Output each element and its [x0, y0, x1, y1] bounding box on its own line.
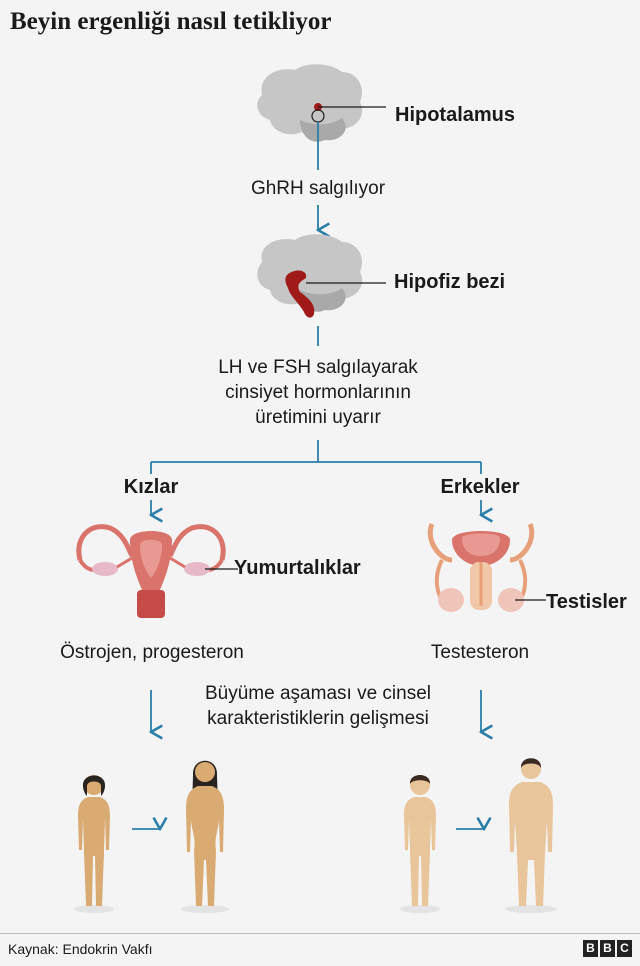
testes-label: Testisler: [546, 591, 627, 613]
development-text: Büyüme aşaması ve cinsel karakteristikle…: [168, 681, 468, 731]
development-line: karakteristiklerin gelişmesi: [207, 708, 429, 729]
young-girl-figure: [74, 775, 114, 913]
lh-fsh-text: LH ve FSH salgılayarak cinsiyet hormonla…: [168, 355, 468, 430]
adult-woman-figure: [181, 760, 229, 913]
girls-label: Kızlar: [123, 476, 179, 498]
ghrh-label: GhRH salgılıyor: [250, 178, 386, 199]
pituitary-gland: [285, 270, 315, 318]
ovaries-label: Yumurtalıklar: [234, 557, 361, 579]
adult-man-figure: [505, 758, 557, 913]
lh-fsh-line: cinsiyet hormonlarının: [225, 382, 411, 403]
brain-icon-pituitary: [257, 234, 363, 312]
young-boy-figure: [400, 775, 440, 913]
logo-letter: C: [617, 940, 632, 957]
male-hormones-label: Testesteron: [430, 642, 530, 663]
female-hormones-label: Östrojen, progesteron: [60, 642, 244, 663]
logo-letter: B: [600, 940, 615, 957]
logo-letter: B: [583, 940, 598, 957]
footer-divider: [0, 933, 640, 934]
lh-fsh-line: LH ve FSH salgılayarak: [218, 357, 418, 378]
boys-label: Erkekler: [440, 476, 520, 498]
pituitary-label: Hipofiz bezi: [394, 271, 506, 293]
hypothalamus-label: Hipotalamus: [395, 104, 516, 126]
source-text: Kaynak: Endokrin Vakfı: [8, 941, 153, 957]
brain-icon: [257, 64, 363, 142]
development-line: Büyüme aşaması ve cinsel: [205, 683, 431, 704]
male-reproductive-icon: [427, 523, 535, 612]
lh-fsh-line: üretimini uyarır: [255, 407, 381, 428]
page-title: Beyin ergenliği nasıl tetikliyor: [10, 8, 332, 35]
female-reproductive-icon: [76, 524, 226, 618]
bbc-logo: B B C: [583, 940, 632, 957]
diagram: [74, 64, 557, 913]
